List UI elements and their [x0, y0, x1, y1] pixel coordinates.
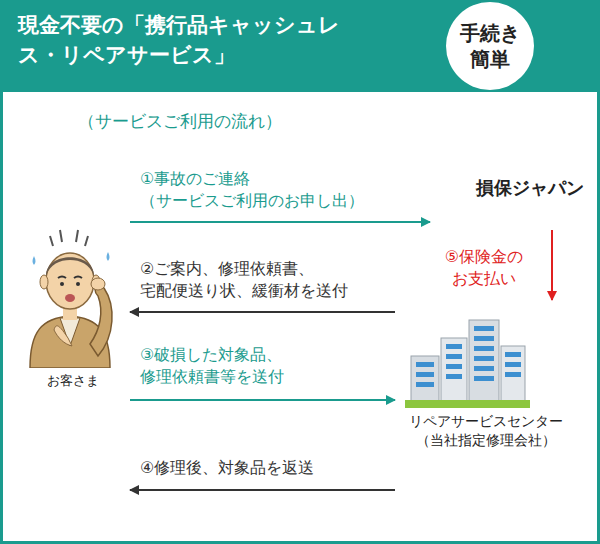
edge-label: ③破損した対象品、 修理依頼書等を送付 — [140, 344, 390, 387]
node-text: 損保ジャパン — [468, 176, 592, 200]
flow-arrow — [551, 230, 553, 300]
node-text: リペアサービスセンター （当社指定修理会社） — [405, 412, 567, 450]
flow-arrow — [130, 221, 430, 223]
repair-center-node: リペアサービスセンター （当社指定修理会社） — [395, 300, 595, 500]
edge-label: ②ご案内、修理依頼書、 宅配便送り状、緩衝材を送付 — [140, 258, 390, 301]
building-group — [405, 320, 530, 408]
flow-arrow — [130, 489, 395, 491]
edge-label: ①事故のご連絡 （サービスご利用のお申し出） — [140, 168, 390, 211]
badge-circle: 手続き 簡単 — [446, 2, 534, 90]
customer-figure — [30, 230, 112, 368]
flow-arrow — [130, 399, 395, 401]
edge-label: ④修理後、対象品を返送 — [140, 457, 390, 479]
customer-node: お客さま — [15, 200, 130, 500]
building-illustration — [405, 316, 530, 410]
insurer-node: 損保ジャパン — [430, 168, 595, 230]
customer-illustration — [20, 226, 120, 368]
section-subtitle: （サービスご利用の流れ） — [78, 110, 338, 133]
node-text: お客さま — [15, 372, 130, 390]
node-text: 手続き 簡単 — [456, 20, 524, 72]
title-text: 現金不要の「携行品キャッシュレス・リペアサービス」 — [18, 10, 380, 71]
edge-label: ⑤保険金の お支払い — [432, 246, 536, 289]
flow-arrow — [130, 311, 395, 313]
